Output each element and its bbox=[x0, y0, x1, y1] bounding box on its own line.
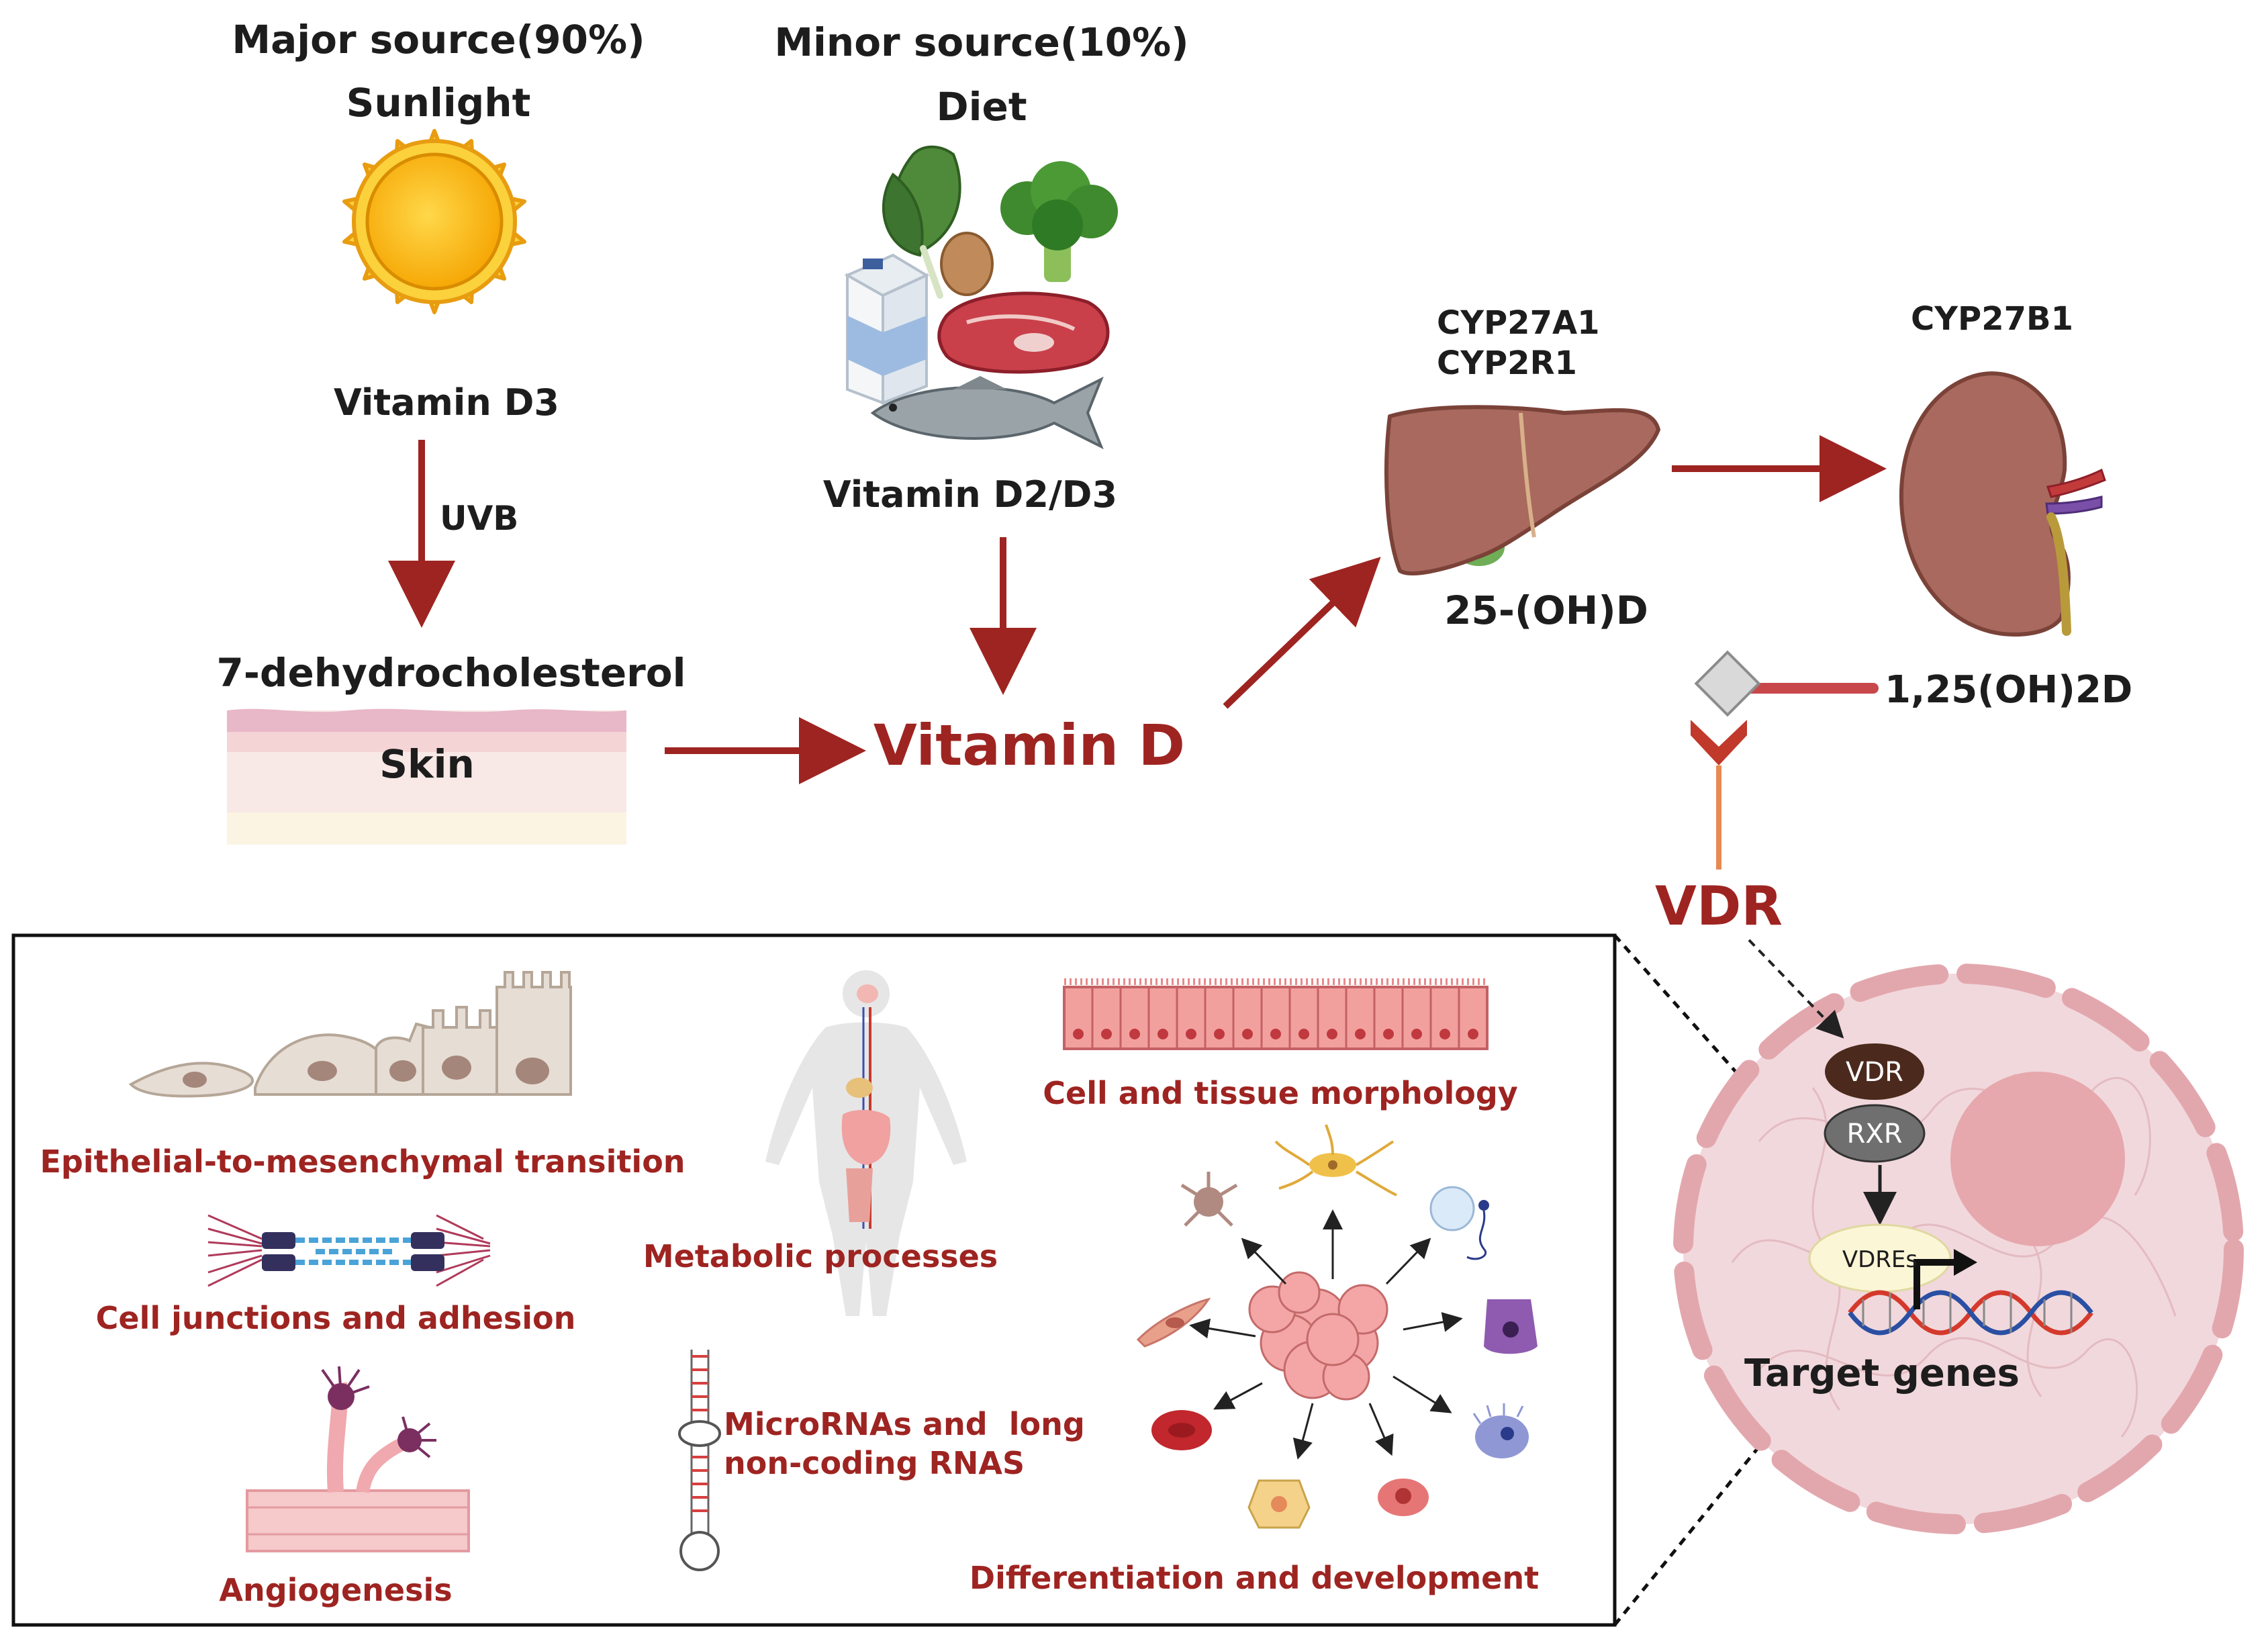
angiogenesis-label: Angiogenesis bbox=[219, 1572, 453, 1608]
epithelial-cell-icon bbox=[1247, 1479, 1311, 1529]
enzyme-cyp27a1: CYP27A1 bbox=[1437, 304, 1600, 342]
liver-enzymes-label: CYP27A1 CYP2R1 bbox=[1437, 303, 1600, 383]
fish-icon bbox=[870, 376, 1104, 450]
cellular-processes-box bbox=[11, 933, 1617, 1627]
potato-icon bbox=[940, 232, 994, 296]
broccoli-icon bbox=[1000, 161, 1118, 282]
vdr-receptor-label: VDR bbox=[1655, 875, 1783, 937]
kidney-enzyme-label: CYP27B1 bbox=[1911, 300, 2073, 338]
kidney-icon bbox=[1899, 371, 2106, 637]
food-icons bbox=[844, 145, 1118, 450]
vdr-rxr-complex bbox=[1824, 1043, 1926, 1163]
target-cell-icon bbox=[1673, 964, 2244, 1534]
rnas-label-line1: MicroRNAs and long bbox=[724, 1406, 1085, 1442]
liver-icon bbox=[1384, 405, 1660, 575]
differentiation-label: Differentiation and development bbox=[969, 1560, 1540, 1596]
stem-cell-cluster-icon bbox=[1248, 1271, 1388, 1401]
rna-hairpin-icon bbox=[678, 1350, 721, 1571]
morphology-label: Cell and tissue morphology bbox=[1043, 1075, 1518, 1111]
human-body-icon bbox=[765, 970, 967, 1316]
sunlight-label: Sunlight bbox=[346, 80, 531, 126]
metabolic-label: Metabolic processes bbox=[643, 1238, 998, 1274]
vdr-to-nucleus-arrow bbox=[1748, 939, 1844, 1039]
sun-icon bbox=[342, 129, 526, 314]
target-genes-label: Target genes bbox=[1744, 1352, 2020, 1395]
vitamin-d-label: Vitamin D bbox=[873, 712, 1186, 778]
transcription-arrowhead bbox=[1954, 1249, 1977, 1276]
minor-source-title: Minor source(10%) bbox=[774, 19, 1189, 65]
epithelium-icon bbox=[1063, 978, 1489, 1050]
macrophage-cell-icon bbox=[1180, 1172, 1238, 1227]
vitamin-d2-d3-label: Vitamin D2/D3 bbox=[822, 473, 1118, 516]
diet-label: Diet bbox=[936, 84, 1027, 130]
blood-vessel-icon bbox=[246, 1366, 470, 1552]
leafy-greens-icon bbox=[882, 145, 961, 299]
vdr-receptor-icon bbox=[1691, 650, 1879, 870]
differentiated-cells bbox=[1136, 1124, 1538, 1529]
precursor-label: 7-dehydrocholesterol bbox=[216, 650, 686, 696]
major-source-title: Major source(90%) bbox=[232, 17, 645, 62]
emt-label: Epithelial-to-mesenchymal transition bbox=[40, 1143, 686, 1180]
liver-product-label: 25-(OH)D bbox=[1444, 588, 1648, 633]
transcription-start-arrow bbox=[1913, 1259, 1957, 1309]
cell-junction-icon bbox=[207, 1214, 491, 1287]
fibroblast-cell-icon bbox=[1136, 1297, 1211, 1348]
steak-icon bbox=[937, 291, 1110, 374]
muscle-cell-icon bbox=[1378, 1479, 1429, 1516]
uvb-label: UVB bbox=[440, 499, 519, 538]
sperm-egg-cell-icon bbox=[1429, 1186, 1489, 1260]
rnas-label-line2: non-coding RNAS bbox=[724, 1444, 1025, 1481]
rxr-label: RXR bbox=[1846, 1119, 1903, 1150]
emt-cells-icon bbox=[128, 971, 572, 1098]
differentiation-arrows bbox=[1189, 1209, 1463, 1460]
zoom-line-top bbox=[1613, 934, 1811, 1156]
enzyme-cyp2r1: CYP2R1 bbox=[1437, 344, 1577, 382]
secretory-cell-icon bbox=[1484, 1299, 1538, 1354]
rnas-label: MicroRNAs and long non-coding RNAS bbox=[724, 1405, 1085, 1483]
kidney-product-label: 1,25(OH)2D bbox=[1885, 668, 2133, 712]
vitamin-d-to-liver-arrow bbox=[1223, 557, 1381, 709]
ciliated-cell-icon bbox=[1472, 1403, 1529, 1458]
dna-helix-icon bbox=[1848, 1290, 2093, 1336]
vdres-label: VDREs bbox=[1842, 1246, 1918, 1273]
skin-label: Skin bbox=[379, 741, 475, 787]
milk-carton-icon bbox=[844, 253, 930, 405]
nuclear-vdr-label: VDR bbox=[1846, 1057, 1903, 1088]
neuron-cell-icon bbox=[1274, 1124, 1397, 1197]
junctions-label: Cell junctions and adhesion bbox=[95, 1300, 576, 1336]
vitamin-d3-label: Vitamin D3 bbox=[333, 381, 560, 424]
red-blood-cell-icon bbox=[1151, 1410, 1212, 1450]
skin-layer-icon bbox=[227, 708, 626, 845]
